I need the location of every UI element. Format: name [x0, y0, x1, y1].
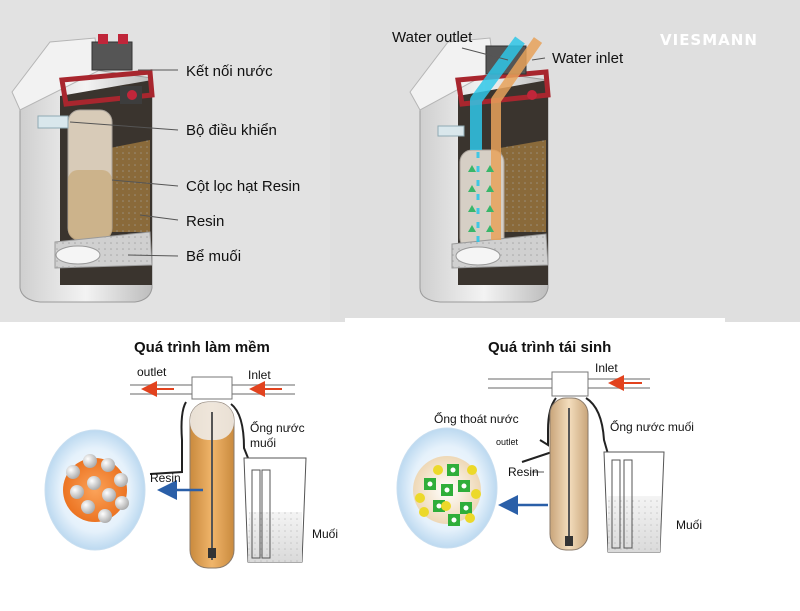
upflow-arrows [468, 165, 494, 232]
controller-panel [37, 115, 69, 129]
regeneration-process-panel [345, 318, 725, 606]
softening-outlet-label: outlet [137, 365, 167, 379]
softening-process-panel [0, 322, 345, 611]
softening-resin-label: Resin [150, 471, 181, 485]
sodium-ions-yellow [415, 465, 481, 523]
softening-control-valve [191, 376, 233, 400]
outlet-flow-stream [470, 36, 525, 242]
softening-title: Quá trình làm mềm [134, 339, 270, 356]
label-resin-column: Cột lọc hạt Resin [186, 178, 301, 195]
softener-unit-cutaway [11, 34, 155, 303]
top-left-leader-lines [69, 69, 179, 257]
regeneration-brine-pipe-label: Ống nước muối [610, 420, 694, 434]
viessmann-logo: VIESMANN [660, 31, 758, 49]
softening-inlet-label: Inlet [248, 368, 271, 382]
inlet-flow-stream [491, 37, 543, 240]
regeneration-drain-pipe-label: Ống thoát nước [434, 412, 519, 426]
softening-salt-label: Muối [312, 527, 339, 541]
label-controller: Bộ điều khiển [186, 122, 277, 139]
label-water-connection: Kết nối nước [186, 63, 273, 80]
top-right-leader-lines [461, 47, 546, 61]
softening-brine-pipe-label-line1: Ống nước [250, 421, 305, 435]
regeneration-salt-label: Muối [676, 518, 703, 532]
top-right-background [330, 0, 800, 322]
softening-brine-pipe-label-line2: muối [250, 436, 277, 450]
regeneration-inlet-label: Inlet [595, 361, 618, 375]
water-connection-valve [91, 34, 142, 104]
label-water-inlet: Water inlet [552, 50, 624, 67]
label-water-outlet: Water outlet [392, 29, 473, 46]
regeneration-control-valve [551, 371, 589, 397]
regeneration-outlet-small-label: outlet [496, 437, 519, 447]
regeneration-resin-label: Resin [508, 465, 539, 479]
hardness-ions [66, 454, 129, 523]
released-ions-green [424, 464, 472, 526]
regeneration-title: Quá trình tái sinh [488, 339, 612, 356]
label-resin: Resin [186, 213, 225, 230]
label-salt-tank: Bể muối [186, 248, 242, 265]
